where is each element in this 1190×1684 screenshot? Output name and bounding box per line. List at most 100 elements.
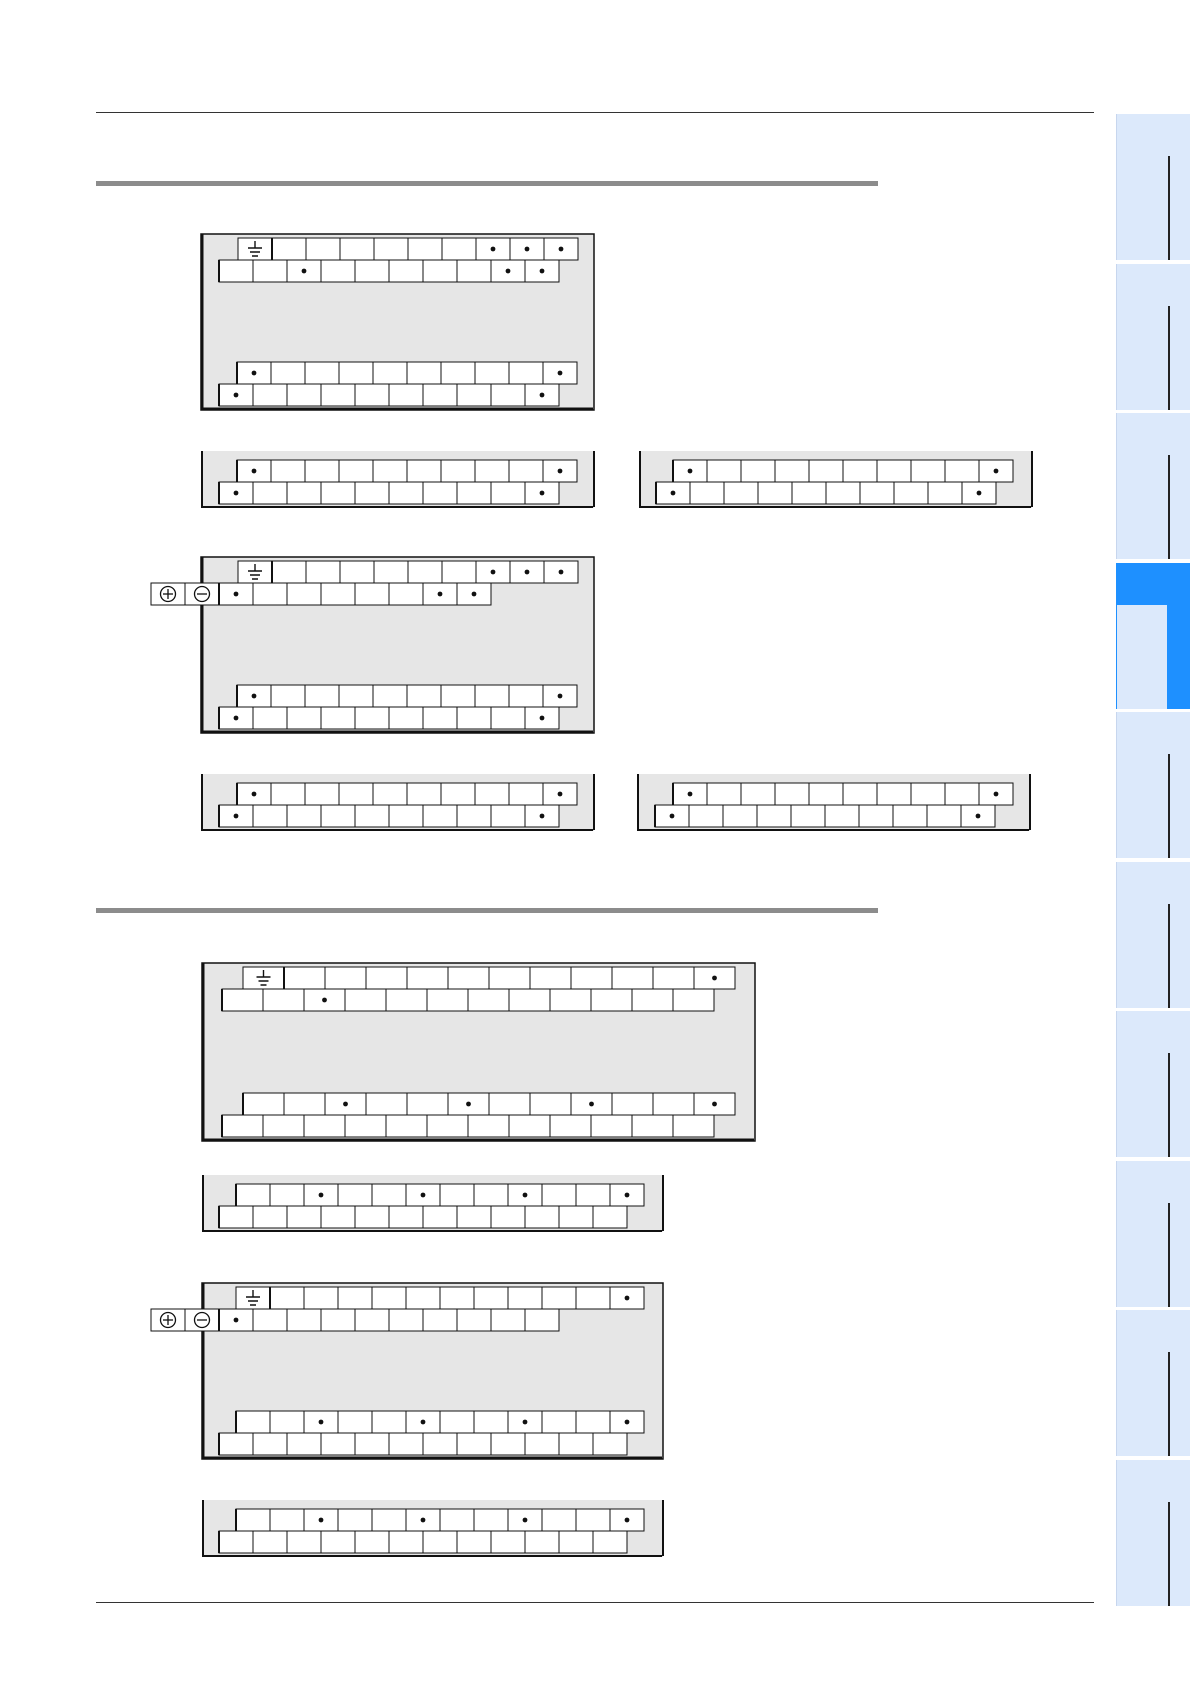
terminal-cell bbox=[287, 1309, 321, 1331]
terminal-cell bbox=[442, 238, 476, 260]
chapter-tab-3[interactable] bbox=[1116, 413, 1190, 559]
terminal-cell bbox=[339, 783, 373, 805]
terminal-dot-icon bbox=[540, 269, 545, 274]
terminal-cell bbox=[407, 685, 441, 707]
terminal-cell bbox=[509, 989, 550, 1011]
terminal-cell bbox=[219, 1531, 253, 1553]
terminal-cell bbox=[423, 1433, 457, 1455]
terminal-cell bbox=[321, 384, 355, 406]
terminal-cell bbox=[542, 1411, 576, 1433]
terminal-dot-icon bbox=[234, 716, 239, 721]
terminal-cell bbox=[877, 783, 911, 805]
terminal-cell bbox=[270, 1287, 304, 1309]
chapter-tab-1[interactable] bbox=[1116, 114, 1190, 260]
terminal-dot-icon bbox=[688, 792, 693, 797]
chapter-tab-marker bbox=[1168, 904, 1170, 1008]
chapter-tab-10[interactable] bbox=[1116, 1460, 1190, 1606]
terminal-cell bbox=[423, 1309, 457, 1331]
terminal-cell bbox=[253, 384, 287, 406]
section-divider-1 bbox=[96, 181, 878, 186]
terminal-cell bbox=[612, 967, 653, 989]
terminal-cell bbox=[305, 460, 339, 482]
terminal-dot-icon bbox=[234, 393, 239, 398]
terminal-cell bbox=[355, 260, 389, 282]
terminal-cell bbox=[355, 1309, 389, 1331]
chapter-tab-7[interactable] bbox=[1116, 1011, 1190, 1157]
terminal-cell bbox=[911, 460, 945, 482]
chapter-tab-4[interactable] bbox=[1116, 563, 1190, 709]
terminal-cell bbox=[389, 1206, 423, 1228]
terminal-cell bbox=[843, 783, 877, 805]
terminal-cell bbox=[236, 1411, 270, 1433]
terminal-cell bbox=[366, 1093, 407, 1115]
terminal-dot-icon bbox=[319, 1420, 324, 1425]
terminal-cell bbox=[632, 1115, 673, 1137]
terminal-block-1a bbox=[200, 233, 595, 411]
chapter-tab-marker bbox=[1168, 1053, 1170, 1157]
terminal-cell bbox=[423, 1531, 457, 1553]
terminal-cell bbox=[219, 260, 253, 282]
terminal-cell bbox=[389, 1531, 423, 1553]
terminal-cell bbox=[287, 482, 321, 504]
terminal-cell bbox=[945, 783, 979, 805]
terminal-cell bbox=[408, 238, 442, 260]
chapter-tab-8[interactable] bbox=[1116, 1161, 1190, 1307]
terminal-cell bbox=[423, 260, 457, 282]
terminal-dot-icon bbox=[252, 694, 257, 699]
terminal-cell bbox=[571, 967, 612, 989]
terminal-cell bbox=[877, 460, 911, 482]
terminal-cell bbox=[809, 460, 843, 482]
terminal-block-2b bbox=[200, 773, 595, 832]
terminal-cell bbox=[491, 805, 525, 827]
terminal-dot-icon bbox=[558, 792, 563, 797]
terminal-dot-icon bbox=[625, 1518, 630, 1523]
chapter-tab-6[interactable] bbox=[1116, 862, 1190, 1008]
terminal-dot-icon bbox=[540, 393, 545, 398]
terminal-cell bbox=[253, 583, 287, 605]
terminal-cell bbox=[457, 482, 491, 504]
terminal-cell bbox=[372, 1411, 406, 1433]
terminal-dot-icon bbox=[558, 694, 563, 699]
terminal-block-3b bbox=[201, 1174, 664, 1233]
terminal-cell bbox=[525, 1433, 559, 1455]
chapter-tab-marker bbox=[1168, 1203, 1170, 1307]
terminal-cell bbox=[707, 783, 741, 805]
terminal-cell bbox=[525, 1531, 559, 1553]
terminal-cell bbox=[591, 989, 632, 1011]
terminal-cell bbox=[389, 583, 423, 605]
terminal-dot-icon bbox=[523, 1193, 528, 1198]
chapter-tab-9[interactable] bbox=[1116, 1310, 1190, 1456]
terminal-cell bbox=[373, 362, 407, 384]
terminal-cell bbox=[287, 384, 321, 406]
terminal-cell bbox=[475, 460, 509, 482]
terminal-cell bbox=[593, 1531, 627, 1553]
terminal-cell bbox=[306, 238, 340, 260]
terminal-dot-icon bbox=[523, 1420, 528, 1425]
chapter-tab-2[interactable] bbox=[1116, 264, 1190, 410]
terminal-cell bbox=[304, 1115, 345, 1137]
terminal-cell bbox=[457, 1531, 491, 1553]
terminal-cell bbox=[271, 685, 305, 707]
terminal-dot-icon bbox=[525, 570, 530, 575]
footer-rule bbox=[96, 1602, 1094, 1603]
terminal-cell bbox=[304, 1287, 338, 1309]
terminal-dot-icon bbox=[523, 1518, 528, 1523]
terminal-cell bbox=[457, 1206, 491, 1228]
terminal-cell bbox=[591, 1115, 632, 1137]
terminal-cell bbox=[825, 805, 859, 827]
terminal-cell bbox=[355, 1433, 389, 1455]
terminal-block-3a bbox=[201, 962, 756, 1142]
terminal-cell bbox=[338, 1509, 372, 1531]
terminal-cell bbox=[440, 1287, 474, 1309]
terminal-cell bbox=[690, 482, 724, 504]
terminal-cell bbox=[440, 1411, 474, 1433]
terminal-cell bbox=[321, 1206, 355, 1228]
terminal-dot-icon bbox=[466, 1102, 471, 1107]
terminal-cell bbox=[859, 805, 893, 827]
terminal-cell bbox=[509, 1115, 550, 1137]
chapter-tab-5[interactable] bbox=[1116, 712, 1190, 858]
terminal-cell bbox=[287, 805, 321, 827]
terminal-cell bbox=[509, 685, 543, 707]
chapter-tab-marker bbox=[1167, 605, 1170, 709]
terminal-cell bbox=[407, 1093, 448, 1115]
